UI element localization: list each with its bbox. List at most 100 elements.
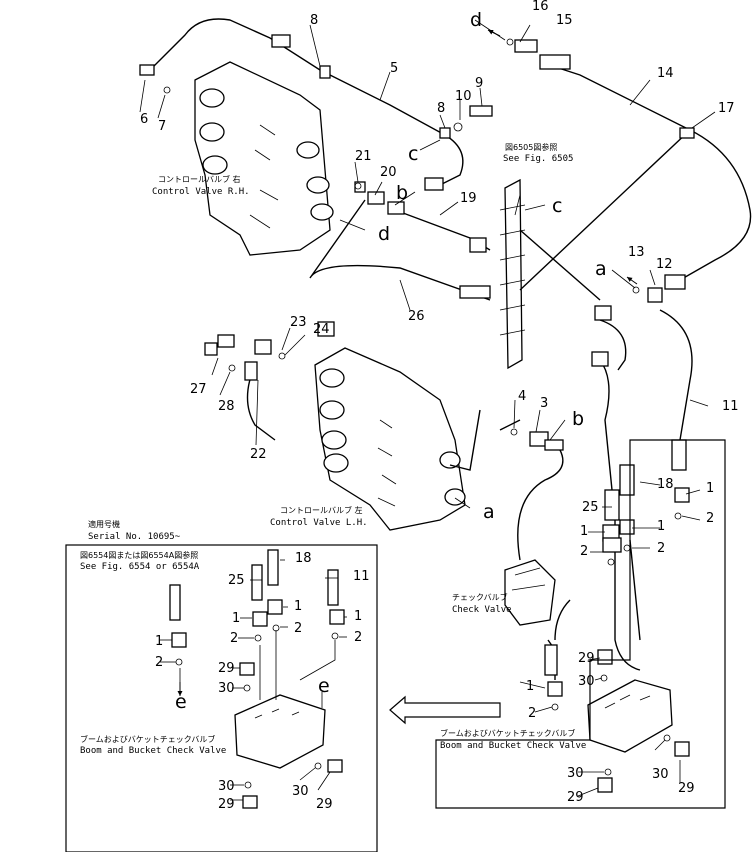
- callout-13: 13: [628, 245, 645, 260]
- callout-18: 18: [657, 477, 674, 492]
- callout-23: 23: [290, 315, 307, 330]
- callout-16: 16: [532, 0, 549, 14]
- callout-2: 2: [580, 544, 588, 559]
- label-japanese: ブームおよびバケットチェックバルブ: [80, 734, 215, 744]
- callout-27: 27: [190, 382, 207, 397]
- fittings: [139, 34, 695, 793]
- callout-14: 14: [657, 66, 674, 81]
- callout-30: 30: [292, 784, 309, 799]
- inset-frame: [65, 544, 378, 852]
- callout-6: 6: [140, 112, 148, 127]
- label-english: See Fig. 6505: [503, 154, 573, 164]
- callout-28: 28: [218, 399, 235, 414]
- label-english: See Fig. 6554 or 6554A: [80, 562, 200, 572]
- callout-18: 18: [295, 551, 312, 566]
- label-japanese: ブームおよびバケットチェックバルブ: [440, 728, 575, 738]
- callout-29: 29: [567, 790, 584, 805]
- leader-lines: [139, 19, 716, 797]
- arrow-head: [488, 30, 494, 35]
- connection-letter-e: e: [318, 675, 330, 697]
- callout-8: 8: [310, 13, 318, 28]
- connection-letter-e: e: [175, 691, 187, 713]
- callout-30: 30: [652, 767, 669, 782]
- callout-29: 29: [316, 797, 333, 812]
- arrow-head: [177, 691, 183, 696]
- callout-3: 3: [540, 396, 548, 411]
- label-english: Boom and Bucket Check Valve: [440, 741, 586, 751]
- connection-letter-b: b: [572, 408, 584, 430]
- callout-2: 2: [155, 655, 163, 670]
- callout-2: 2: [294, 621, 302, 636]
- callout-12: 12: [656, 257, 673, 272]
- inset-arrow: [389, 695, 501, 725]
- o-rings: [163, 38, 682, 776]
- callout-1: 1: [155, 634, 163, 649]
- callout-21: 21: [355, 149, 372, 164]
- label-english: Control Valve R.H.: [152, 187, 250, 197]
- label-japanese: チェックバルブ: [452, 592, 508, 602]
- connection-letter-c: c: [552, 195, 562, 217]
- boom-bucket-check-valve-main: [587, 679, 673, 753]
- connection-letter-a: a: [483, 501, 495, 523]
- connection-letter-a: a: [595, 258, 607, 280]
- label-english: Boom and Bucket Check Valve: [80, 746, 226, 756]
- connection-letter-d: d: [470, 9, 482, 31]
- callout-10: 10: [455, 89, 472, 104]
- label-layer: コントロールバルブ 右 Control Valve R.H. 図6505図参照 See…: [80, 142, 586, 756]
- inset-fittings: [169, 549, 345, 809]
- label-english: Check Valve: [452, 605, 512, 615]
- callout-11: 11: [353, 569, 370, 584]
- label-japanese: コントロールバルブ 右: [158, 174, 241, 184]
- callout-29: 29: [218, 661, 235, 676]
- manifold-block: [499, 178, 526, 370]
- label-japanese: 図6505図参照: [505, 142, 557, 152]
- callout-8: 8: [437, 101, 445, 116]
- callout-2: 2: [528, 706, 536, 721]
- control-valve-rh-body: [194, 61, 334, 256]
- label-english: Control Valve L.H.: [270, 518, 368, 528]
- callout-9: 9: [475, 76, 483, 91]
- callout-1: 1: [580, 524, 588, 539]
- callout-1: 1: [706, 481, 714, 496]
- inset-leader-lines: [160, 559, 347, 801]
- check-valve-main: [504, 559, 556, 626]
- callout-1: 1: [657, 519, 665, 534]
- callout-5: 5: [390, 61, 398, 76]
- callout-30: 30: [578, 674, 595, 689]
- callout-2: 2: [230, 631, 238, 646]
- callout-30: 30: [218, 681, 235, 696]
- callout-2: 2: [657, 541, 665, 556]
- callout-22: 22: [250, 447, 267, 462]
- callout-26: 26: [408, 309, 425, 324]
- label-japanese: コントロールバルブ 左: [280, 505, 363, 515]
- connection-letter-b: b: [396, 182, 408, 204]
- connection-letter-c: c: [408, 143, 418, 165]
- callout-1: 1: [294, 599, 302, 614]
- callout-29: 29: [578, 651, 595, 666]
- callout-24: 24: [313, 322, 330, 337]
- callout-20: 20: [380, 165, 397, 180]
- hoses: [149, 18, 752, 680]
- callout-17: 17: [718, 101, 735, 116]
- callout-2: 2: [706, 511, 714, 526]
- callout-7: 7: [158, 119, 166, 134]
- label-japanese: 図6554図または図6554A図参照: [80, 550, 198, 560]
- callout-30: 30: [218, 779, 235, 794]
- callout-1: 1: [232, 611, 240, 626]
- callout-1: 1: [526, 679, 534, 694]
- callout-30: 30: [567, 766, 584, 781]
- callout-4: 4: [518, 389, 526, 404]
- callout-29: 29: [218, 797, 235, 812]
- control-valve-lh-body: [314, 347, 466, 531]
- callout-19: 19: [460, 191, 477, 206]
- callout-15: 15: [556, 13, 573, 28]
- connection-letter-d: d: [378, 223, 390, 245]
- label-english: Serial No. 10695~: [88, 532, 181, 542]
- callout-29: 29: [678, 781, 695, 796]
- callout-1: 1: [354, 609, 362, 624]
- callout-2: 2: [354, 630, 362, 645]
- label-japanese: 適用号機: [88, 519, 120, 529]
